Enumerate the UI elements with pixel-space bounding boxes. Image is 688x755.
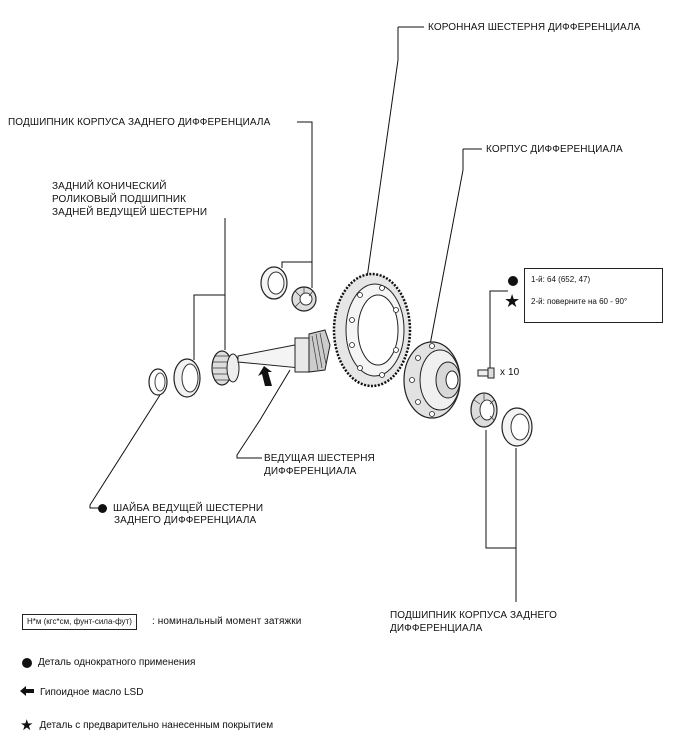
star-icon: ★ <box>20 717 34 734</box>
legend-lsd-oil-text: Гипоидное масло LSD <box>40 687 144 698</box>
bottom-bearing-race-part <box>501 407 533 447</box>
torque-unit-box: Н*м (кгс*см, фунт-сила-фут) <box>22 614 137 630</box>
ring-gear-part <box>332 272 412 388</box>
bearing-bottom-label: ПОДШИПНИК КОРПУСА ЗАДНЕГО ДИФФЕРЕНЦИАЛА <box>390 609 557 635</box>
torque-spec-second: 2-й: поверните на 60 - 90° <box>531 297 628 306</box>
rear-bearing-label-line: РОЛИКОВЫЙ ПОДШИПНИК <box>52 194 187 205</box>
filled-circle-icon <box>98 504 107 513</box>
star-icon: ★ <box>504 291 521 311</box>
washer-label: ШАЙБА ВЕДУЩЕЙ ШЕСТЕРНИ <box>113 502 263 515</box>
bolt-quantity-label: x 10 <box>500 367 520 378</box>
arrow-left-icon <box>20 686 34 699</box>
filled-circle-icon <box>508 276 518 286</box>
ring-gear-label: КОРОННАЯ ШЕСТЕРНЯ ДИФФЕРЕНЦИАЛА <box>428 22 641 33</box>
bolt-part <box>477 367 495 379</box>
rear-bearing-label-line: ЗАДНЕЙ ВЕДУЩЕЙ ШЕСТЕРНИ <box>52 207 208 218</box>
legend-lsd-oil: Гипоидное масло LSD <box>20 686 143 699</box>
rear-bearing-label-line: ЗАДНИЙ КОНИЧЕСКИЙ <box>52 181 167 192</box>
washer-part <box>148 368 168 396</box>
differential-case-part <box>403 341 461 419</box>
bearing-cup-part <box>173 358 201 398</box>
legend-precoated-text: Деталь с предварительно нанесенным покры… <box>39 720 274 731</box>
drive-pinion-label: ВЕДУЩАЯ ШЕСТЕРНЯ ДИФФЕРЕНЦИАЛА <box>264 452 375 478</box>
torque-legend-text: : номинальный момент затяжки <box>152 616 302 627</box>
torque-spec-first: 1-й: 64 (652, 47) <box>531 275 591 284</box>
cone-bearing-part <box>211 350 240 386</box>
filled-circle-icon <box>22 657 32 668</box>
diff-case-label: КОРПУС ДИФФЕРЕНЦИАЛА <box>486 144 623 155</box>
bearing-top-label: ПОДШИПНИК КОРПУСА ЗАДНЕГО ДИФФЕРЕНЦИАЛА <box>8 117 271 128</box>
bearing-bottom-label-line: ПОДШИПНИК КОРПУСА ЗАДНЕГО <box>390 610 558 621</box>
rear-bearing-label: ЗАДНИЙ КОНИЧЕСКИЙ РОЛИКОВЫЙ ПОДШИПНИК ЗА… <box>52 180 207 219</box>
legend-precoated: ★ Деталь с предварительно нанесенным пок… <box>20 718 273 733</box>
legend-non-reusable-text: Деталь однократного применения <box>38 657 196 668</box>
lsd-oil-arrow-icon <box>258 366 272 386</box>
top-bearing-part <box>291 286 317 312</box>
washer-callout: ШАЙБА ВЕДУЩЕЙ ШЕСТЕРНИ <box>98 502 263 515</box>
washer-label-line-2: ЗАДНЕГО ДИФФЕРЕНЦИАЛА <box>114 515 257 526</box>
top-bearing-race-part <box>260 266 288 300</box>
legend-non-reusable: Деталь однократного применения <box>22 657 195 668</box>
bearing-bottom-label-line: ДИФФЕРЕНЦИАЛА <box>390 623 483 634</box>
drive-pinion-label-line: ДИФФЕРЕНЦИАЛА <box>264 466 357 477</box>
torque-spec-box: 1-й: 64 (652, 47) 2-й: поверните на 60 -… <box>524 268 663 323</box>
drive-pinion-part <box>237 329 331 373</box>
bottom-bearing-part <box>470 392 498 428</box>
drive-pinion-label-line: ВЕДУЩАЯ ШЕСТЕРНЯ <box>264 453 375 464</box>
washer-label-line: ШАЙБА ВЕДУЩЕЙ ШЕСТЕРНИ <box>113 503 264 514</box>
